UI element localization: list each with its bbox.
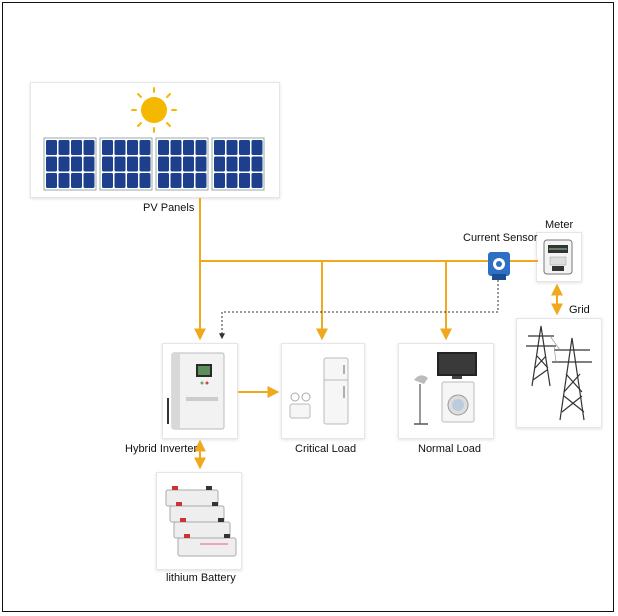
critical-load-label: Critical Load — [295, 443, 357, 455]
solar-cell — [251, 173, 263, 188]
solar-cell — [183, 156, 194, 172]
solar-cell — [114, 140, 126, 155]
solar-cell — [239, 173, 250, 188]
solar-cell — [214, 156, 225, 172]
solar-cell — [58, 140, 70, 155]
solar-cell — [139, 173, 151, 188]
critical-load-icon — [289, 357, 349, 425]
solar-cell — [102, 156, 113, 172]
solar-cell — [214, 173, 225, 188]
solar-cell — [71, 173, 82, 188]
solar-cell — [226, 156, 238, 172]
lithium-battery-icon — [165, 486, 237, 557]
solar-cell — [71, 156, 82, 172]
solar-cell — [195, 173, 207, 188]
solar-cell — [46, 173, 57, 188]
normal-load-icon — [414, 352, 477, 425]
power-tower-icon — [526, 325, 592, 421]
solar-cell — [183, 140, 194, 155]
solar-cell — [170, 173, 182, 188]
solar-cell — [170, 156, 182, 172]
solar-cell — [214, 140, 225, 155]
solar-cell — [102, 140, 113, 155]
current-sensor-icon — [488, 252, 510, 280]
solar-cell — [195, 156, 207, 172]
solar-cell — [83, 140, 95, 155]
solar-cell — [58, 173, 70, 188]
solar-panel-icon — [43, 137, 265, 191]
solar-cell — [127, 173, 138, 188]
solar-cell — [58, 156, 70, 172]
solar-cell — [226, 140, 238, 155]
solar-cell — [127, 140, 138, 155]
solar-cell — [46, 140, 57, 155]
solar-cell — [195, 140, 207, 155]
hybrid-inverter-icon — [167, 352, 225, 430]
solar-cell — [139, 140, 151, 155]
solar-cell — [71, 140, 82, 155]
solar-cell — [139, 156, 151, 172]
pv-panels-label: PV Panels — [143, 202, 195, 214]
solar-cell — [251, 140, 263, 155]
solar-cell — [183, 173, 194, 188]
solar-cell — [46, 156, 57, 172]
solar-cell — [114, 156, 126, 172]
solar-cell — [114, 173, 126, 188]
battery-label: lithium Battery — [166, 572, 236, 584]
critical-load-card — [281, 343, 365, 439]
solar-cell — [226, 173, 238, 188]
hybrid-inverter-label: Hybrid Inverter — [125, 443, 198, 455]
solar-cell — [83, 173, 95, 188]
solar-cell — [158, 156, 169, 172]
solar-cell — [170, 140, 182, 155]
solar-cell — [239, 140, 250, 155]
solar-cell — [251, 156, 263, 172]
solar-cell — [83, 156, 95, 172]
solar-cell — [158, 140, 169, 155]
meter-icon — [543, 239, 573, 275]
current-sensor-label: Current Sensor — [463, 232, 538, 244]
meter-label: Meter — [545, 219, 574, 231]
sun-icon — [131, 87, 177, 133]
normal-load-label: Normal Load — [418, 443, 481, 455]
grid-label: Grid — [569, 304, 590, 316]
solar-cell — [102, 173, 113, 188]
solar-cell — [239, 156, 250, 172]
sensor-signal-line — [219, 280, 499, 340]
solar-cell — [158, 173, 169, 188]
solar-cell — [127, 156, 138, 172]
power-flow-lines — [194, 198, 563, 470]
